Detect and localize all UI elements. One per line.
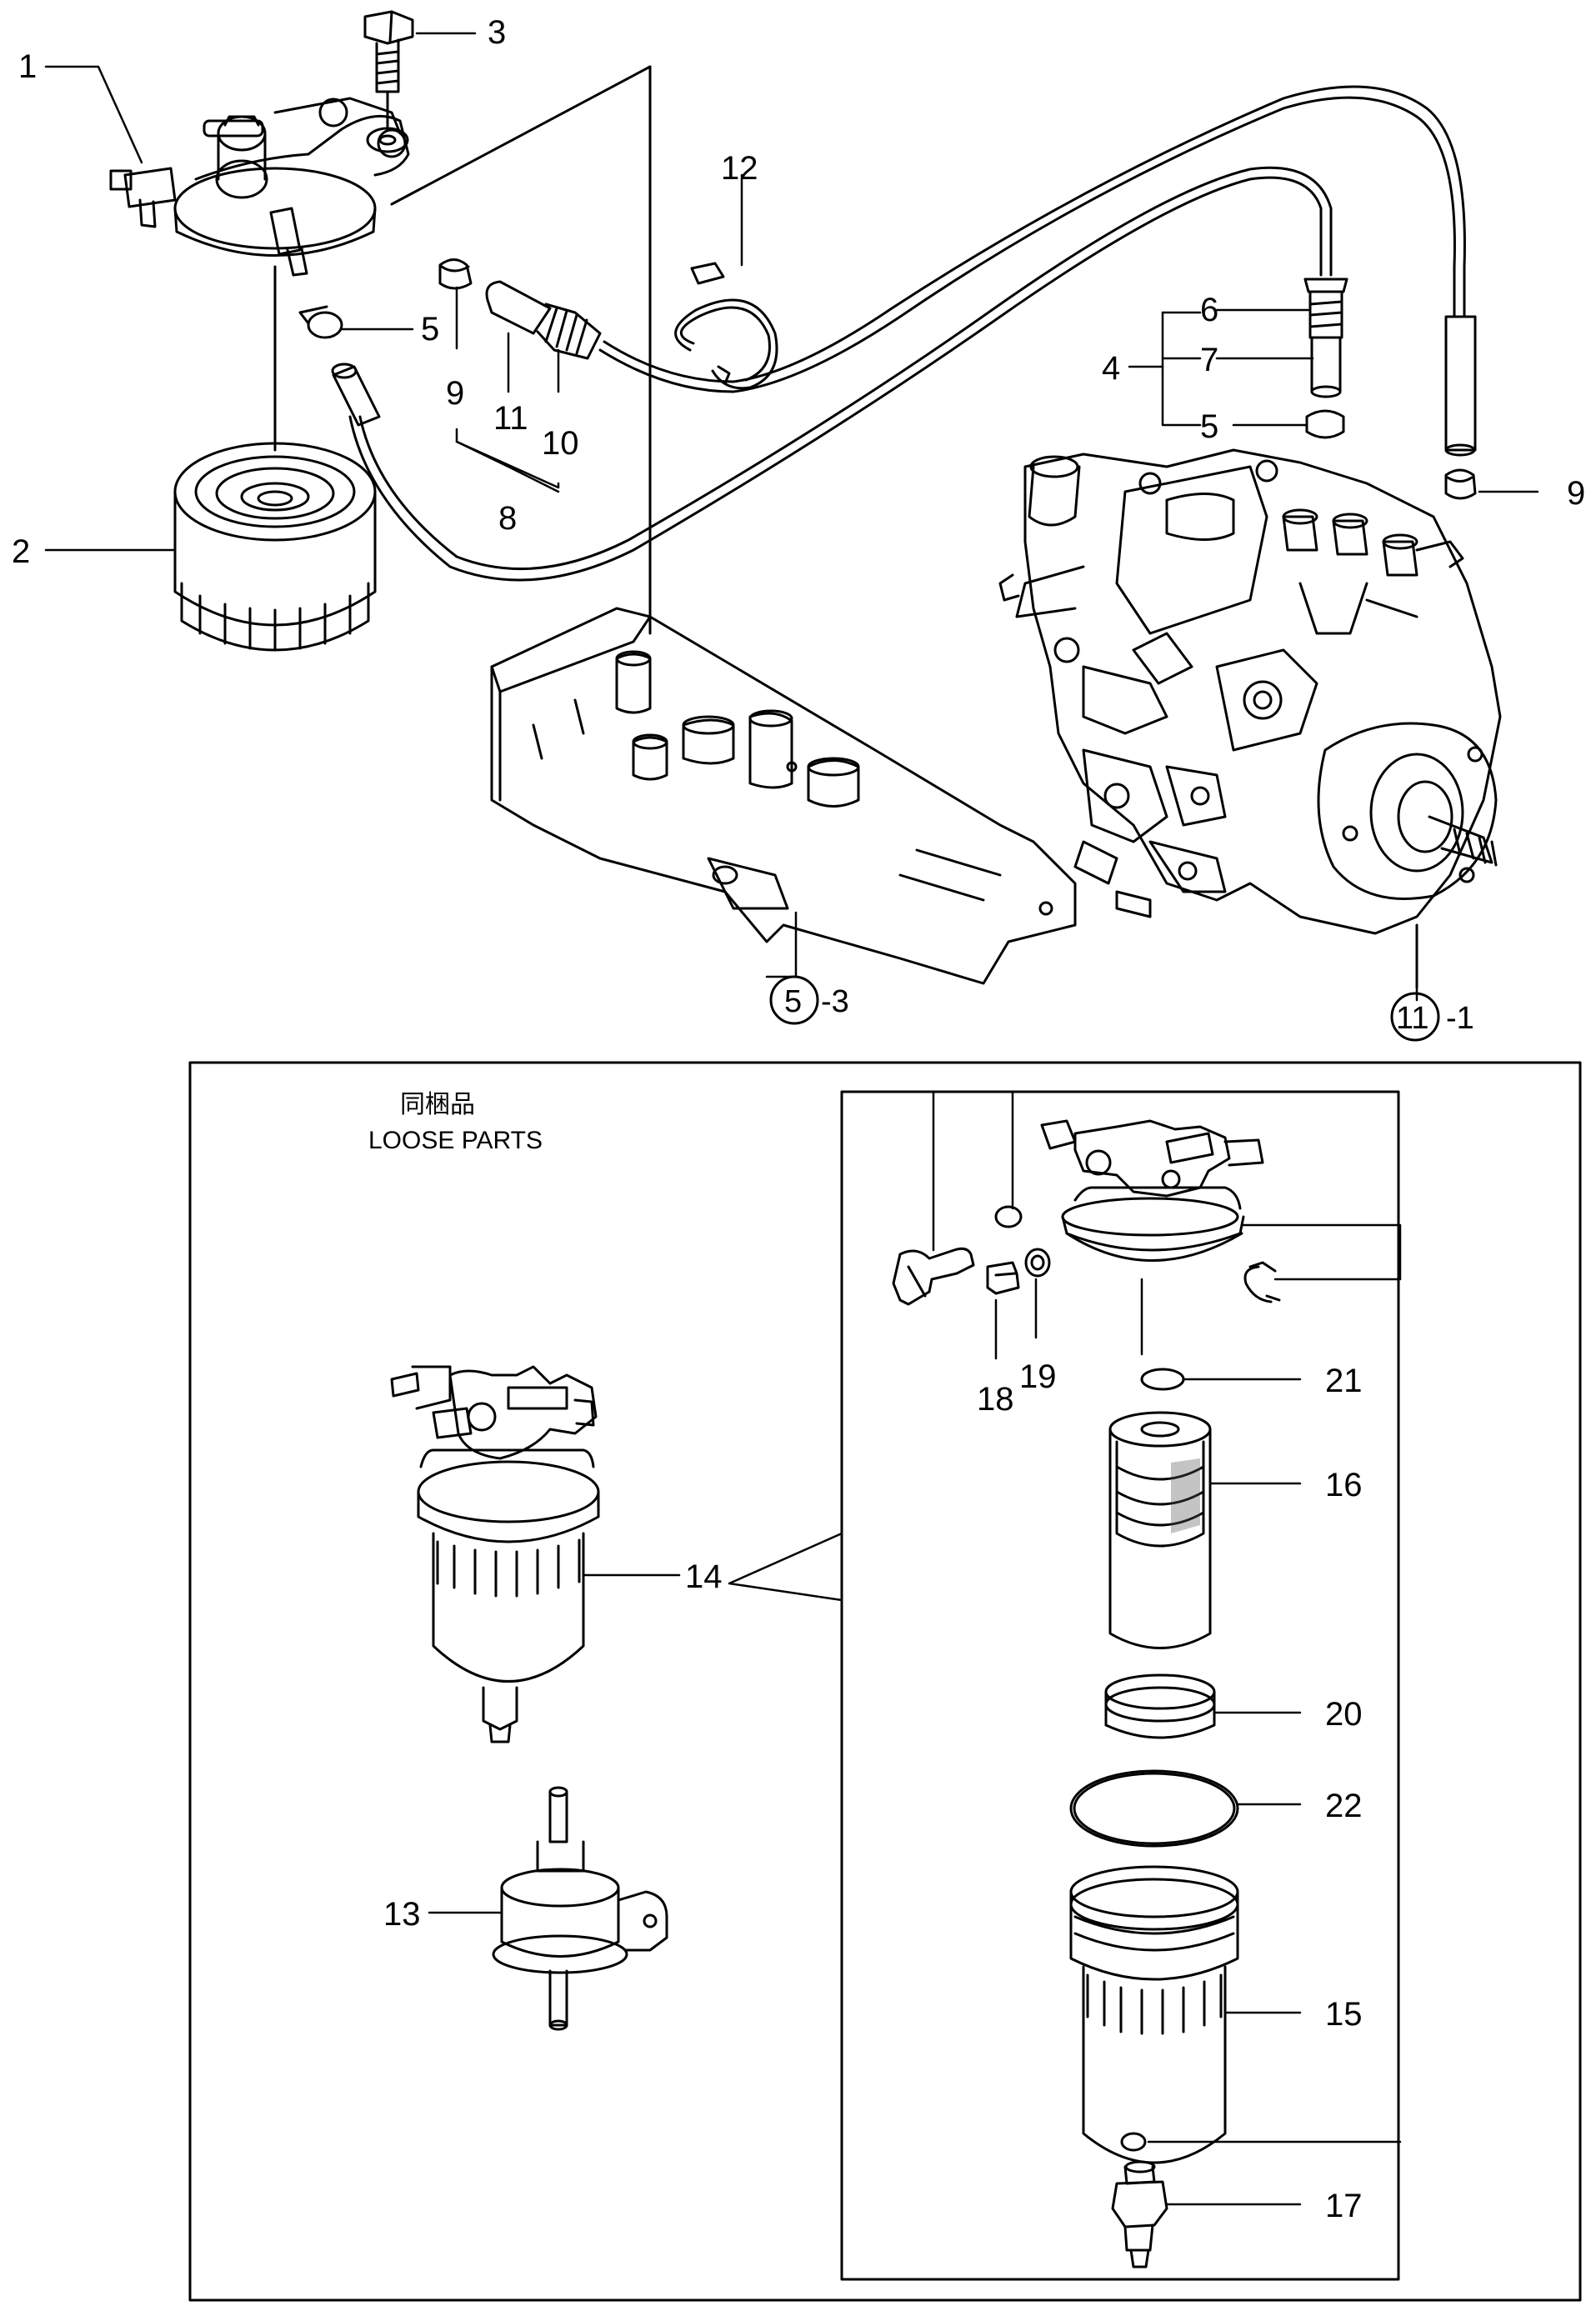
float-ring xyxy=(1104,1673,1216,1739)
hose-banjo-parts xyxy=(1303,278,1348,439)
fuel-filter-cartridge xyxy=(173,442,377,652)
reference-cover xyxy=(769,975,819,1025)
callout-9a: 9 xyxy=(446,375,464,412)
loose-parts-label-en: LOOSE PARTS xyxy=(368,1127,543,1154)
reference-cover-suffix: -3 xyxy=(821,984,849,1019)
callout-7: 7 xyxy=(1200,342,1218,378)
callout-20: 20 xyxy=(1325,1696,1363,1733)
o-ring-small xyxy=(994,1205,1023,1228)
filter-element xyxy=(1108,1411,1212,1649)
callout-21: 21 xyxy=(1325,1363,1363,1399)
callout-5a: 5 xyxy=(421,311,439,348)
fuel-injection-pump xyxy=(998,448,1502,989)
retaining-clip xyxy=(1243,1261,1281,1303)
callout-19: 19 xyxy=(1019,1358,1057,1395)
callout-labels: 1 2 3 5 9 11 10 8 12 6 4 7 5 9 5 -3 11 -… xyxy=(12,14,1585,2224)
callout-13: 13 xyxy=(383,1896,421,1933)
callout-2: 2 xyxy=(12,533,30,570)
reference-pump-suffix: -1 xyxy=(1446,1001,1474,1036)
separator-bowl xyxy=(1069,1865,1239,2164)
callout-16: 16 xyxy=(1325,1467,1363,1503)
callout-8: 8 xyxy=(498,500,517,537)
drain-plug xyxy=(1111,2160,1168,2268)
callout-14: 14 xyxy=(685,1558,723,1595)
clip-right xyxy=(1444,468,1477,500)
fuel-pipe xyxy=(348,85,1477,582)
hose-clamp xyxy=(298,305,343,339)
callout-10: 10 xyxy=(542,425,579,462)
fuel-filter-head xyxy=(109,97,410,452)
drain-plug-ring xyxy=(1120,2132,1147,2152)
callout-4: 4 xyxy=(1102,350,1120,387)
leader-lines-lower xyxy=(428,1090,1402,2206)
callout-15: 15 xyxy=(1325,1996,1363,2033)
loose-parts-frame xyxy=(188,1061,1582,2302)
reference-cover-number: 5 xyxy=(784,984,802,1019)
reference-pump-number: 11 xyxy=(1396,1001,1428,1036)
callout-18: 18 xyxy=(977,1381,1014,1418)
water-separator-assembly xyxy=(390,1365,600,1743)
callout-1: 1 xyxy=(18,48,37,85)
callout-17: 17 xyxy=(1325,2188,1363,2224)
bolt xyxy=(363,10,414,153)
reference-pump xyxy=(1390,992,1440,1042)
callout-6: 6 xyxy=(1200,292,1218,328)
callout-22: 22 xyxy=(1325,1788,1363,1824)
hose-with-spring xyxy=(485,280,602,360)
band-clamp xyxy=(674,262,778,390)
gear-case-cover xyxy=(390,65,1077,985)
drain-bolt xyxy=(986,1248,1051,1295)
separator-head xyxy=(1040,1119,1264,1262)
loose-parts-label-jp: 同梱品 xyxy=(400,1091,475,1118)
fuel-hose-short xyxy=(331,363,381,427)
air-vent-plug xyxy=(892,1247,975,1306)
clip-upper xyxy=(438,258,473,290)
callout-3: 3 xyxy=(488,14,506,51)
callout-12: 12 xyxy=(721,150,758,187)
callout-11: 11 xyxy=(493,400,528,437)
callout-5b: 5 xyxy=(1200,408,1218,445)
o-ring-21 xyxy=(1140,1368,1185,1391)
o-ring-22 xyxy=(1069,1769,1239,1848)
fuel-strainer xyxy=(492,1786,668,2031)
callout-9b: 9 xyxy=(1567,475,1585,512)
